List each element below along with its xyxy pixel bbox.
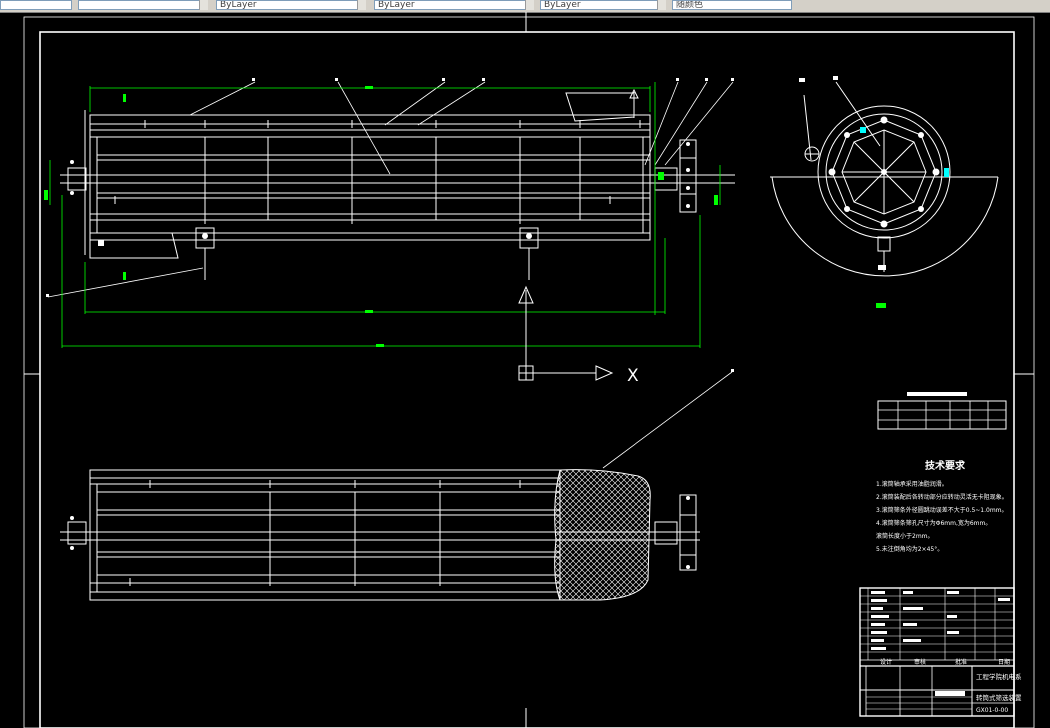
tech-item-6: 5.未注倒角均为2×45°。 [876,545,943,553]
leader-numbers [46,78,734,297]
bottom-view-solids [70,369,734,569]
title-drawing-number: GX01-0-00 [976,707,1008,714]
title-label-approve: 批准 [955,658,967,666]
section-view-bb[interactable] [770,76,999,308]
layer-control[interactable] [78,0,208,10]
ucs-icon: X [518,285,639,386]
tech-item-2: 2.滚筒装配后各转动部分应转动灵活无卡阻现象。 [876,493,1008,501]
title-drawing-name: 转筒式筛选装置 [976,693,1022,702]
linetype-value: ByLayer [378,0,415,10]
lineweight-value: ByLayer [544,0,581,10]
layer-dropdown-arrow[interactable] [199,0,208,10]
tech-requirements-title: 技术要求 [925,459,966,472]
screen-bar-ticks [114,120,641,224]
section-label-marker [876,303,886,308]
dimension-text-marks [44,86,718,347]
bottom-view[interactable] [60,369,734,601]
properties-toolbar: ByLayer ByLayer ByLayer 随颜色 [0,0,1050,13]
color-control[interactable]: ByLayer [216,0,366,10]
color-value: ByLayer [220,0,257,10]
linetype-dropdown-arrow[interactable] [525,0,534,10]
drawing-frame [23,12,1035,728]
title-label-date: 日期 [998,658,1010,666]
tech-item-4: 4.滚筒筛条筛孔尺寸为Φ6mm,宽为6mm。 [876,519,991,527]
lineweight-dropdown-arrow[interactable] [657,0,666,10]
section-fasteners [799,76,940,270]
section-arrow-marker [629,88,639,118]
tech-item-1: 1.滚筒轴承采用油脂润滑。 [876,480,948,488]
tech-item-5: 滚筒长度小于2mm。 [876,532,934,540]
parts-list-text-marks [871,591,1010,696]
parts-summary-table [877,392,1007,430]
main-front-view[interactable] [44,78,735,348]
title-label-review: 审核 [914,658,926,666]
title-school: 工程学院机电系 [976,672,1022,681]
screen-mesh-cutaway [554,469,651,601]
dimension-lines [49,82,721,348]
part-leaders [47,81,734,298]
main-view-solids [70,142,690,246]
plotstyle-control[interactable]: 随颜色 [672,0,792,10]
bottom-bar-ticks [129,480,521,586]
lineweight-control[interactable]: ByLayer [540,0,666,10]
toolbar-left-field[interactable] [0,0,72,10]
color-dropdown-arrow[interactable] [357,0,366,10]
technical-requirements: 技术要求 1.滚筒轴承采用油脂润滑。 2.滚筒装配后各转动部分应转动灵活无卡阻现… [876,459,1008,553]
drawing-canvas[interactable]: X [0,12,1050,728]
title-label-design: 设计 [880,658,892,666]
section-highlight-marks [860,127,949,177]
ucs-x-label: X [627,366,639,386]
plotstyle-value: 随颜色 [676,0,704,10]
tech-item-3: 3.滚筒筛条外径圆跳动误差不大于0.5~1.0mm。 [876,506,1008,514]
title-block: 设计 审核 批准 日期 工程学院机电系 转筒式筛选装置 GX01-0-00 [859,587,1022,717]
linetype-control[interactable]: ByLayer [374,0,534,10]
